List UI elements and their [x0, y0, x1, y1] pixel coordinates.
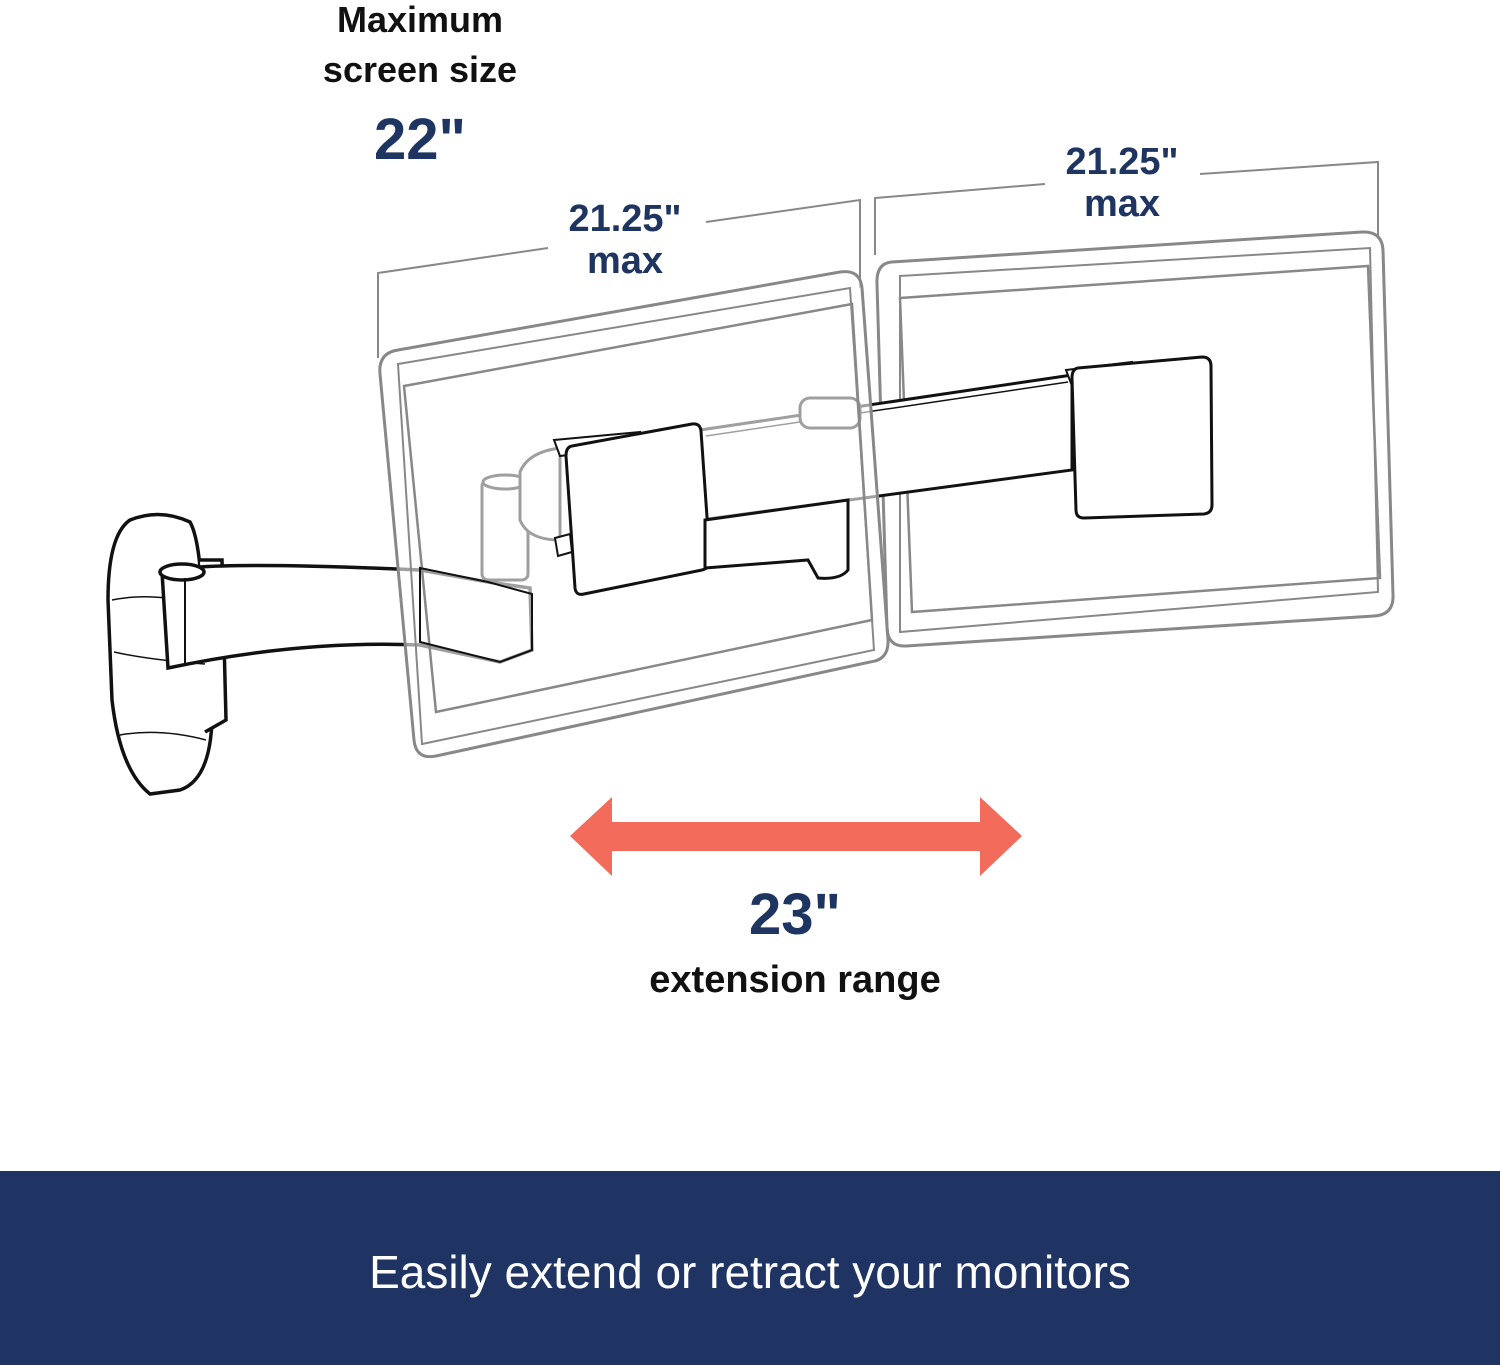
max-screen-value: 22": [373, 107, 466, 172]
max-screen-title-line1: Maximum: [336, 0, 504, 40]
footer-banner-text: Easily extend or retract your monitors: [369, 1246, 1131, 1298]
right-vesa-plate: [1070, 355, 1214, 520]
left-vesa-plate: [552, 422, 712, 596]
max-screen-title-line2: screen size: [322, 49, 518, 90]
extension-value: 23": [748, 882, 841, 947]
extension-range-arrow: [570, 797, 1022, 876]
right-monitor-width-suffix: max: [1083, 183, 1161, 225]
left-monitor-width-suffix: max: [586, 240, 664, 282]
left-dimension-bracket: [377, 198, 861, 358]
footer-banner: [0, 1171, 1500, 1365]
extension-label: extension range: [649, 959, 941, 1001]
monitor-arm-illustration: [106, 160, 1395, 876]
left-monitor-width-value: 21.25": [568, 198, 682, 240]
right-monitor-width-value: 21.25": [1065, 141, 1179, 183]
arm-front-pieces: [419, 498, 850, 664]
right-dimension-bracket: [874, 160, 1379, 255]
